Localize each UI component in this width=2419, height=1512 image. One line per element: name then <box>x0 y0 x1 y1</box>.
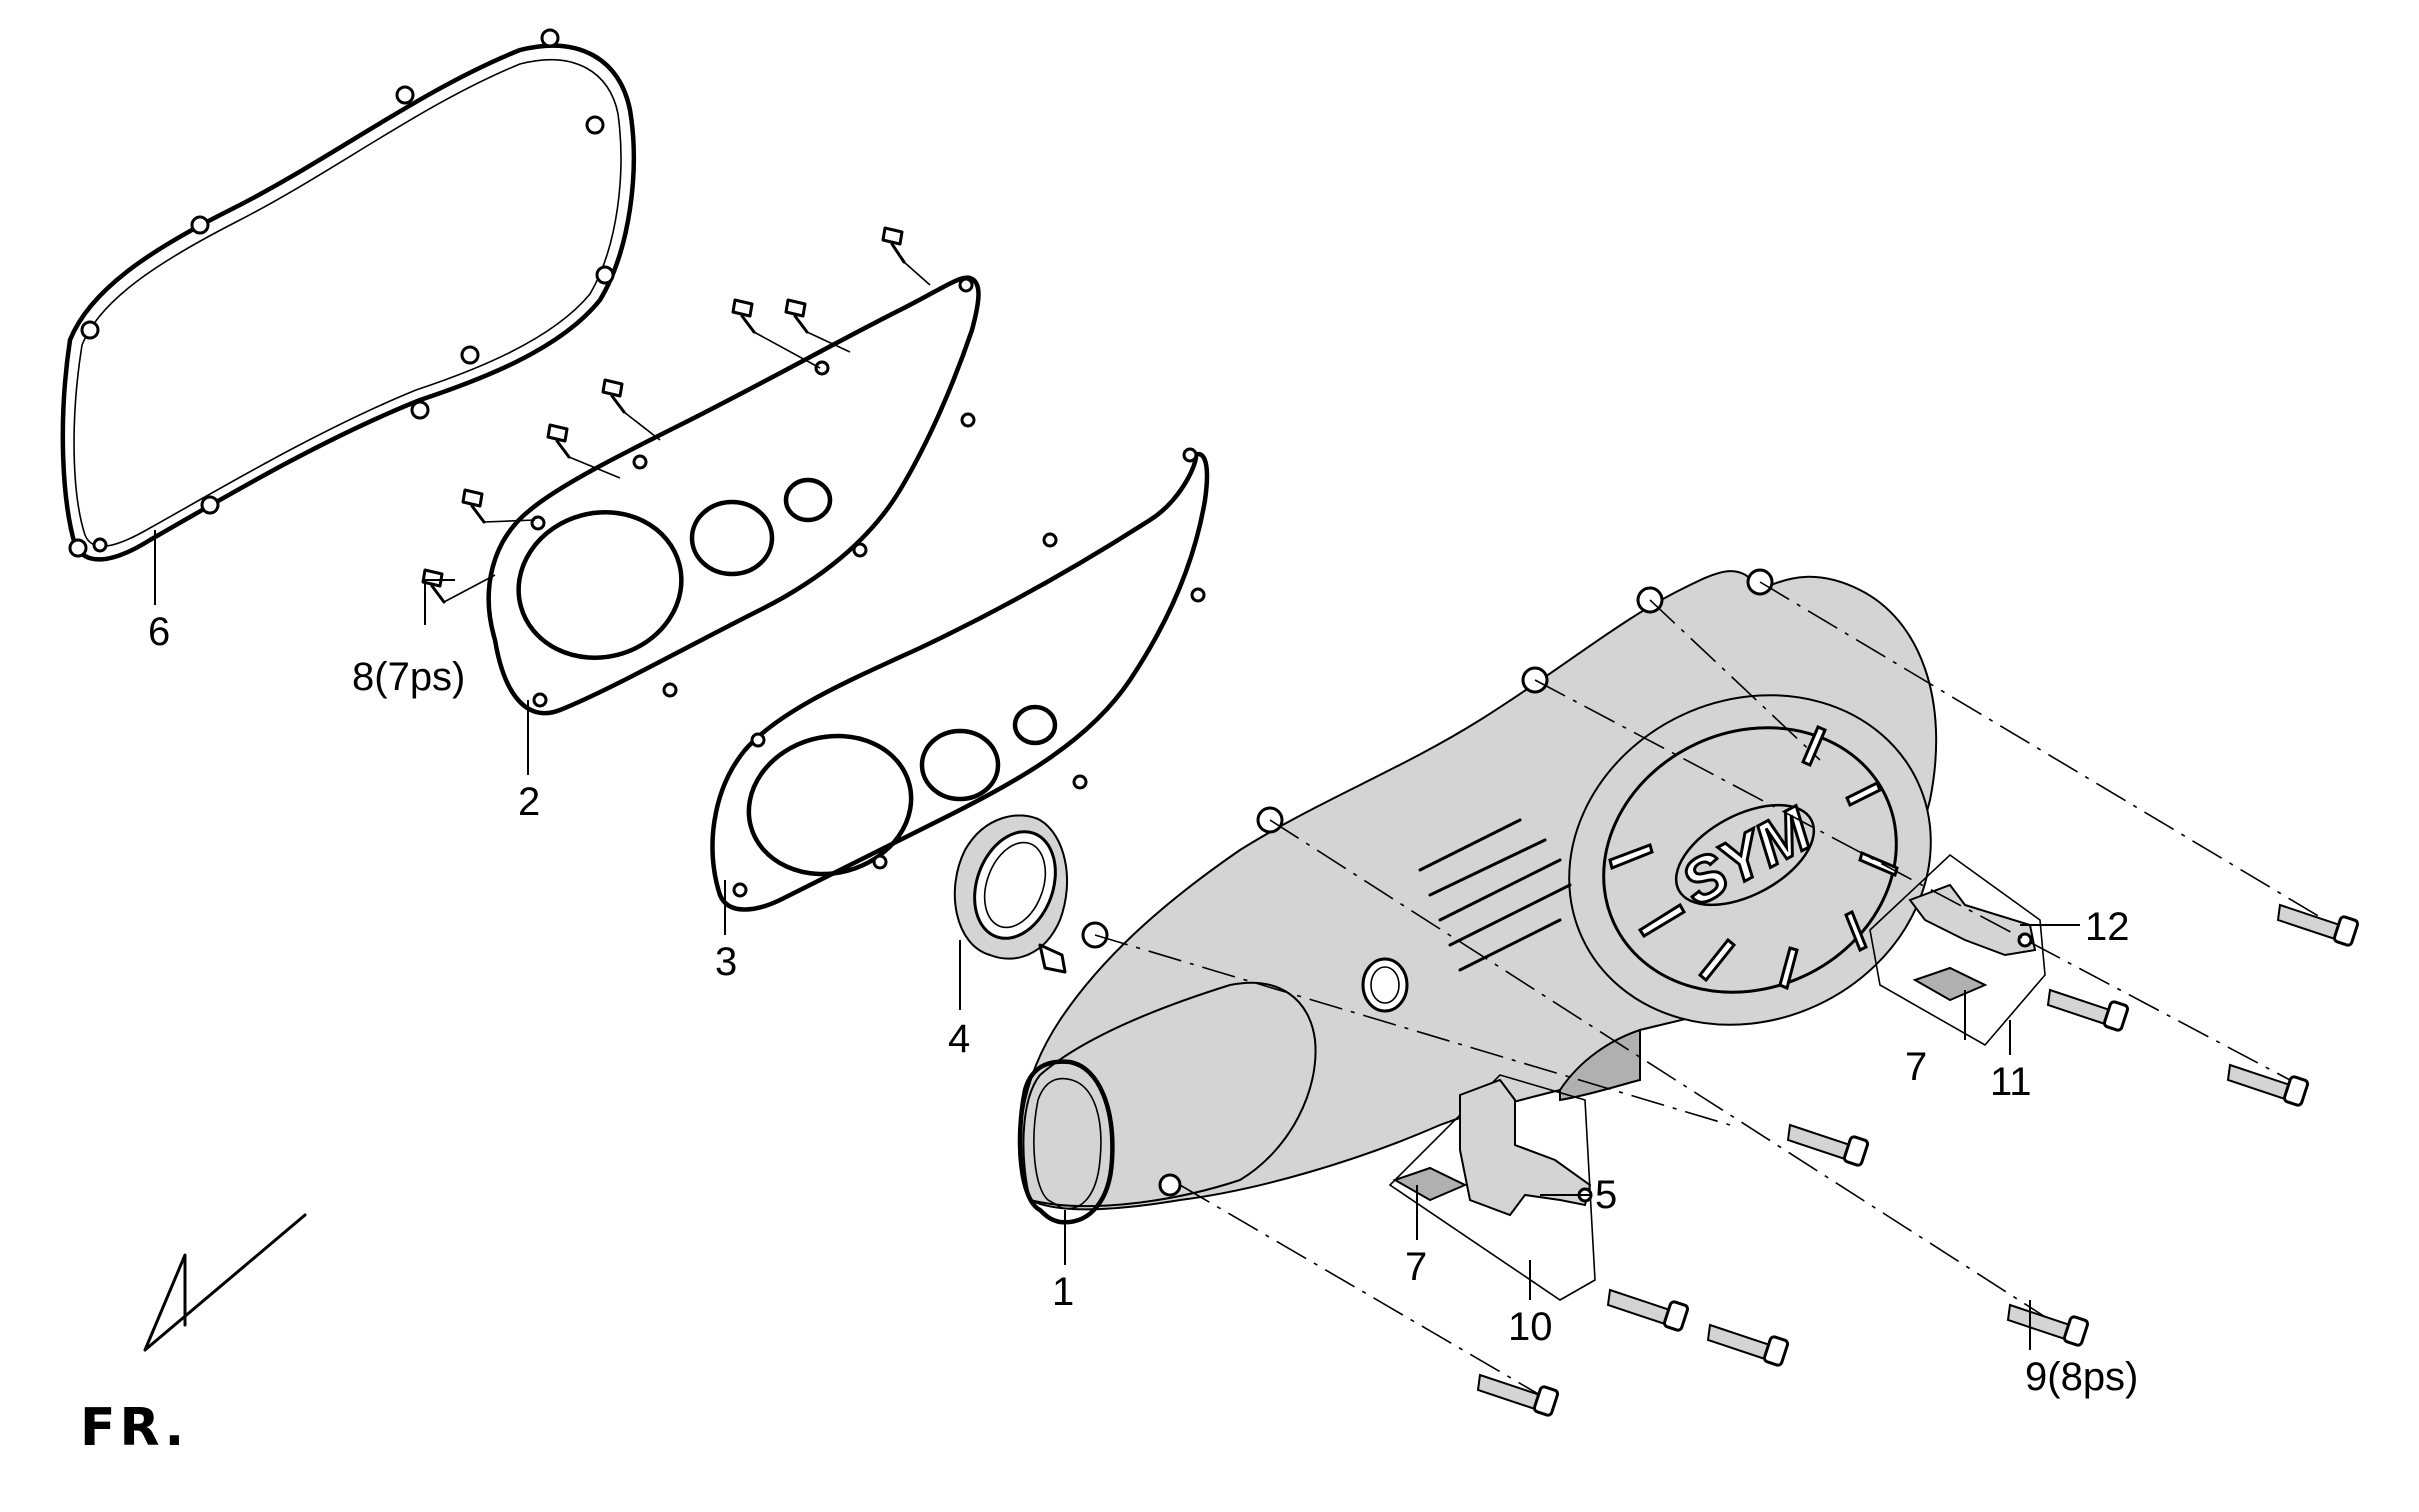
part-2-inner-gasket <box>486 275 981 716</box>
fr-label: FR. <box>80 1398 188 1458</box>
part-11-bracket-kit <box>1869 853 2046 1047</box>
part-1-main-cover: SYM <box>1017 568 1938 1225</box>
callout-10: 10 <box>1508 1305 1553 1349</box>
callout-9: 9(8ps) <box>2025 1355 2138 1399</box>
leader-lines <box>154 530 2080 1350</box>
callout-7-right: 7 <box>1905 1045 1927 1089</box>
part-10-bracket-kit <box>1388 1074 1596 1301</box>
callout-4: 4 <box>948 1017 970 1061</box>
callout-1: 1 <box>1052 1270 1074 1314</box>
callout-8: 8(7ps) <box>352 655 465 699</box>
callout-12: 12 <box>2085 905 2130 949</box>
part-6-outer-gasket <box>60 28 636 562</box>
part-8-screws <box>421 226 931 604</box>
callout-3: 3 <box>715 940 737 984</box>
part-3-second-gasket <box>710 447 1210 912</box>
callout-5: 5 <box>1595 1173 1617 1217</box>
callout-labels: 6 8(7ps) 2 3 4 1 5 7 10 12 7 11 9(8ps) <box>148 610 2138 1399</box>
part-9-bolts <box>1094 581 2360 1417</box>
callout-2: 2 <box>518 780 540 824</box>
front-direction-marker: FR. <box>80 1213 307 1458</box>
callout-11: 11 <box>1990 1060 2032 1104</box>
part-4-seal-ring <box>953 814 1068 974</box>
callout-6: 6 <box>148 610 170 654</box>
callout-7-bottom: 7 <box>1405 1245 1427 1289</box>
